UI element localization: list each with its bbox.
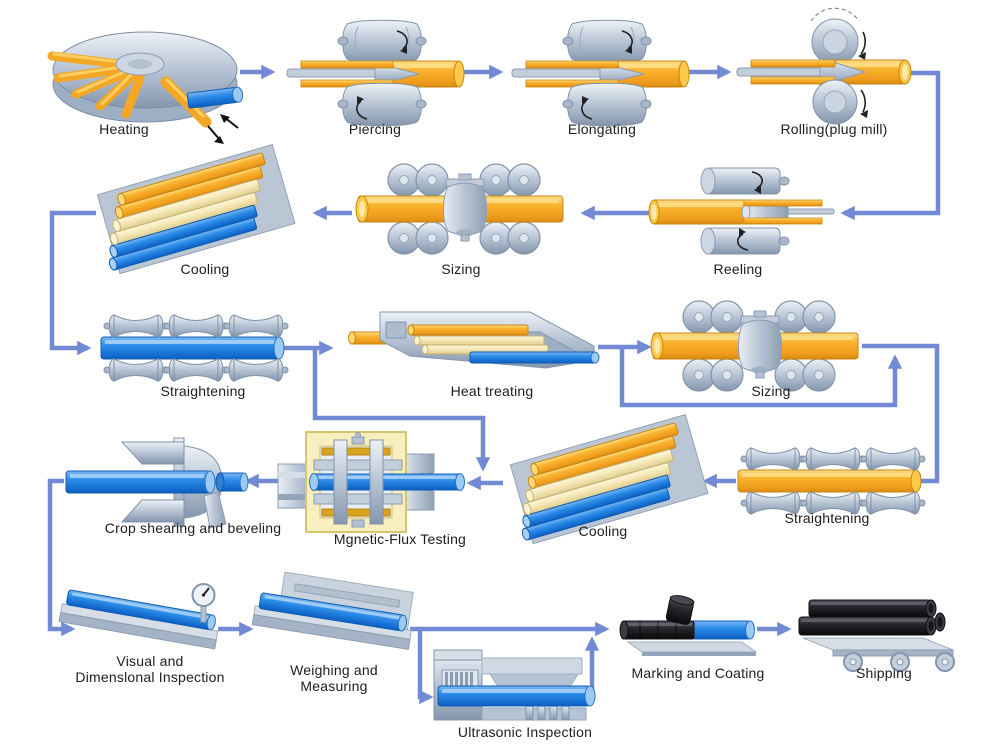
stage-label-line1: Visual and xyxy=(116,653,184,669)
stage-marking-coating: Marking and Coating xyxy=(616,595,766,681)
ultrasonic-illustration xyxy=(433,649,596,721)
cooling-illustration xyxy=(89,144,296,277)
stage-label-line1: Weighing and xyxy=(290,662,378,678)
connector xyxy=(862,343,940,489)
stage-rolling-plug-mill: Rolling(plug mill) xyxy=(735,7,915,137)
stage-label: Weighing and Measuring xyxy=(254,662,414,694)
sizing-illustration xyxy=(355,163,564,255)
reeling-illustration xyxy=(648,167,835,255)
stage-heat-treating: Heat treating xyxy=(348,310,600,399)
connector xyxy=(840,70,941,221)
stage-sizing-2: Sizing xyxy=(645,300,870,399)
stage-crop-shearing: Crop shearing and beveling xyxy=(58,437,281,536)
stage-label: Visual and Dimenslonal Inspection xyxy=(55,653,245,685)
straightening-illustration xyxy=(100,314,289,382)
stage-piercing: Piercing xyxy=(286,19,472,137)
stage-label: Straightening xyxy=(784,510,870,526)
stage-label-line2: Dimenslonal Inspection xyxy=(75,669,225,685)
stage-label: Straightening xyxy=(160,383,246,399)
sizing-illustration xyxy=(650,300,859,392)
stage-magnetic-flux-testing: Mgnetic-Flux Testing xyxy=(277,430,478,547)
stage-label: Elongating xyxy=(567,121,637,137)
magnetic-flux-testing-illustration xyxy=(277,431,465,533)
stage-label: Sizing xyxy=(441,261,481,277)
connector xyxy=(49,210,96,356)
stage-label: Mgnetic-Flux Testing xyxy=(333,531,467,547)
stage-straightening-2: Straightening xyxy=(732,446,932,526)
crop-shearing-illustration xyxy=(65,437,249,529)
marking-coating-illustration xyxy=(619,595,758,656)
connector xyxy=(619,349,903,408)
stage-heating: Heating xyxy=(40,14,250,154)
heating-illustration xyxy=(47,31,244,144)
stage-cooling-1: Cooling xyxy=(89,144,302,277)
stage-label: Ultrasonic Inspection xyxy=(457,724,593,740)
stage-label: Piercing xyxy=(348,121,402,137)
stage-label: Sizing xyxy=(751,383,791,399)
stage-label: Rolling(plug mill) xyxy=(780,121,888,137)
visual-inspection-illustration xyxy=(58,583,219,650)
stage-label: Shipping xyxy=(855,665,913,681)
stage-label: Heat treating xyxy=(450,383,534,399)
stage-label-line2: Measuring xyxy=(300,678,368,694)
stage-sizing-1: Sizing xyxy=(350,163,575,277)
stage-elongating: Elongating xyxy=(511,19,697,137)
piercing-illustration xyxy=(286,19,465,127)
stage-label: Cooling xyxy=(180,261,230,277)
stage-reeling: Reeling xyxy=(648,166,838,277)
elongating-illustration xyxy=(511,19,690,127)
straightening-illustration xyxy=(737,447,926,515)
connector xyxy=(410,626,434,705)
connector xyxy=(312,350,491,472)
heat-treating-illustration xyxy=(348,311,600,369)
weighing-illustration xyxy=(251,571,414,650)
stage-label: Cooling xyxy=(578,523,628,539)
stage-label: Crop shearing and beveling xyxy=(104,520,282,536)
stage-ultrasonic-inspection: Ultrasonic Inspection xyxy=(428,638,603,740)
rolling-illustration xyxy=(736,7,912,125)
stage-cooling-2: Cooling xyxy=(502,414,715,547)
shipping-illustration xyxy=(798,599,955,672)
stage-shipping: Shipping xyxy=(795,592,965,681)
cooling-illustration xyxy=(502,414,709,547)
stage-label: Reeling xyxy=(713,261,763,277)
stage-straightening-1: Straightening xyxy=(95,313,295,399)
stage-visual-inspection: Visual and Dimenslonal Inspection xyxy=(55,578,240,685)
stage-label: Marking and Coating xyxy=(631,665,765,681)
stage-weighing: Weighing and Measuring xyxy=(250,571,420,694)
connector xyxy=(47,478,76,637)
stage-label: Heating xyxy=(99,121,149,137)
